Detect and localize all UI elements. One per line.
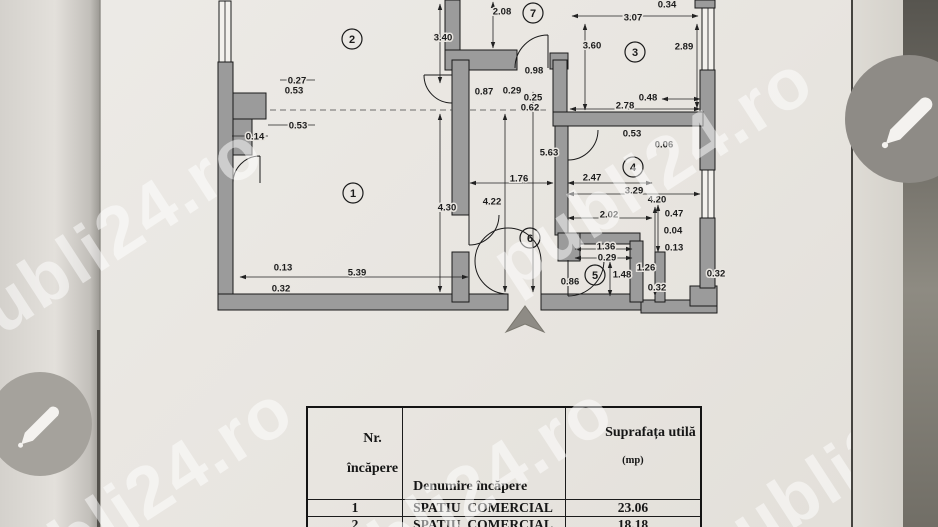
- dimension-label: 1.26: [637, 263, 656, 274]
- room-number-circle: [341, 28, 363, 50]
- dimension-label: 0.14: [246, 132, 265, 143]
- page-fold-shadow: [97, 330, 100, 527]
- dimension-label: 0.62: [521, 103, 540, 114]
- dimension-label: 0.86: [561, 277, 580, 288]
- dimension-label: 0.29: [598, 253, 617, 264]
- cell-room-area: 23.06: [565, 499, 702, 518]
- dimension-label: 5.39: [348, 268, 367, 279]
- dimension-label: 0.48: [639, 93, 658, 104]
- page-edge-line: [851, 0, 853, 527]
- dimension-label: 0.13: [274, 263, 293, 274]
- room-number: 7: [530, 8, 536, 20]
- dimension-label: 1.76: [510, 174, 529, 185]
- room-number-circle: [624, 41, 646, 63]
- dimension-label: 2.89: [675, 42, 694, 53]
- dimension-label: 0.04: [664, 226, 683, 237]
- room-number: 4: [630, 162, 637, 174]
- dimension-label: 3.29: [625, 186, 644, 197]
- room-numbers: 1 2 3 4 5 6 7: [341, 2, 646, 286]
- watermark-pen-badge: [0, 372, 92, 476]
- cell-room-name: SPATIU COMERCIAL: [402, 499, 567, 518]
- room-number: 1: [350, 188, 356, 200]
- dimension-label: 3.40: [434, 33, 453, 44]
- dimension-label: 0.06: [655, 140, 674, 151]
- dimension-label: 4.20: [648, 195, 667, 206]
- watermark-pen-badge: [845, 55, 938, 183]
- dimension-label: 0.13: [665, 243, 684, 254]
- header-name: Denumire încăpere: [402, 406, 567, 501]
- pen-icon: [17, 406, 59, 448]
- dimension-label: 1.36: [597, 242, 616, 253]
- pen-icon: [881, 97, 933, 149]
- room-number-circle: [522, 2, 544, 24]
- window-left: [218, 0, 232, 63]
- area-table: Nr. încăpere Denumire încăpere Suprafața…: [306, 406, 702, 527]
- dimension-label: 0.53: [289, 121, 308, 132]
- room-number: 5: [592, 270, 598, 282]
- room-number-circle: [584, 264, 606, 286]
- room-number-circle: [622, 156, 644, 178]
- entrance-arrow: [504, 305, 546, 334]
- dimension-label: 0.53: [623, 129, 642, 140]
- dimension-label: 0.87: [475, 87, 494, 98]
- dimension-label: 4.22: [483, 197, 502, 208]
- room-number-circle: [342, 182, 364, 204]
- dimension-label: 5.63: [540, 148, 559, 159]
- door-arcs: [232, 34, 605, 297]
- cell-room-number: 1: [306, 499, 404, 518]
- dimension-label: 0.32: [648, 283, 667, 294]
- table-header-row: Nr. încăpere Denumire încăpere Suprafața…: [306, 406, 702, 501]
- room-number-circle: [519, 227, 541, 249]
- page-fold-line: [99, 0, 101, 527]
- dimension-label: 0.29: [503, 86, 522, 97]
- dimension-label: 3.07: [624, 13, 643, 24]
- dimension-label: 2.47: [583, 173, 602, 184]
- dimension-label: 2.08: [493, 7, 512, 18]
- header-nr: Nr. încăpere: [306, 406, 404, 501]
- dimension-label: 0.32: [272, 284, 291, 295]
- cell-room-number: 2: [306, 516, 404, 527]
- cell-room-name: SPATIU COMERCIAL: [402, 516, 567, 527]
- room-number: 2: [349, 34, 355, 46]
- room-number: 3: [632, 47, 638, 59]
- header-area: Suprafața utilă (mp): [565, 406, 702, 501]
- dimension-label: 0.27: [288, 76, 307, 87]
- dimension-label: 0.53: [285, 86, 304, 97]
- dimension-label: 0.98: [525, 66, 544, 77]
- dimension-label: 4.30: [438, 203, 457, 214]
- dimension-lines: [232, 1, 701, 297]
- dimension-label: 0.47: [665, 209, 684, 220]
- dimension-label: 1.48: [613, 270, 632, 281]
- walls: [217, 0, 718, 314]
- dimension-label: 2.02: [600, 210, 619, 221]
- cell-room-area: 18.18: [565, 516, 702, 527]
- dimension-label: 0.25: [524, 93, 543, 104]
- room-number: 6: [527, 233, 533, 245]
- window-right-top: [701, 7, 715, 71]
- dimension-label: 3.60: [583, 41, 602, 52]
- dimension-label: 0.32: [707, 269, 726, 280]
- window-right-bottom: [701, 169, 715, 219]
- dimension-label: 2.78: [616, 101, 635, 112]
- dimension-label: 0.34: [658, 0, 677, 11]
